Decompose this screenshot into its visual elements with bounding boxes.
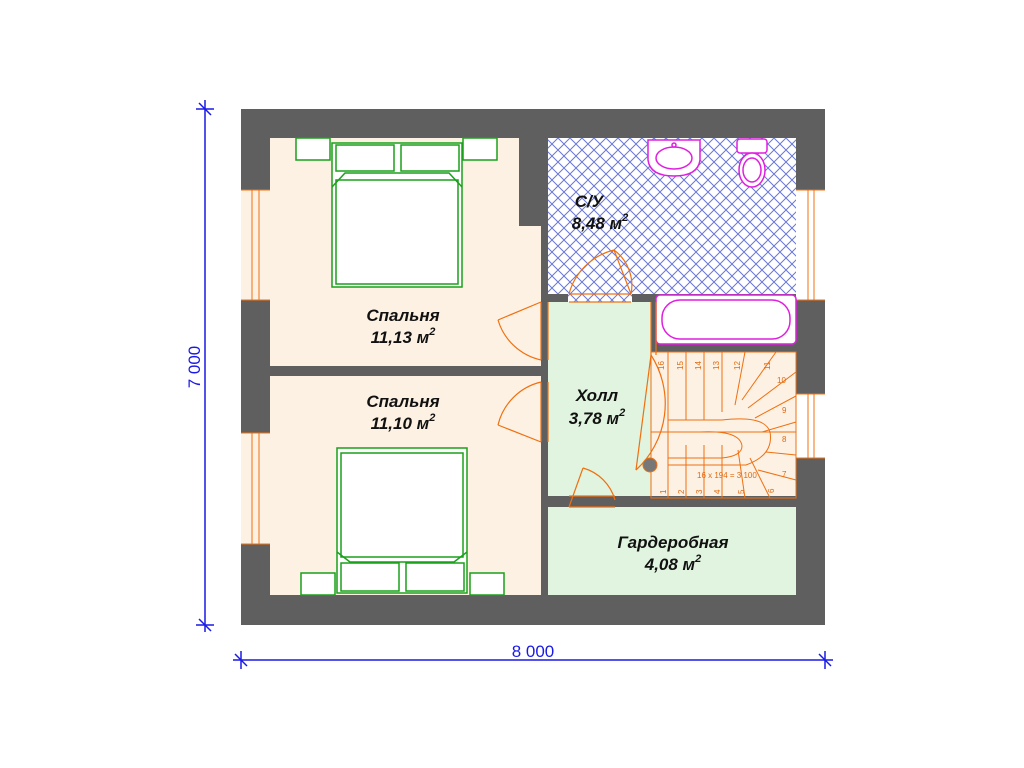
wall-hall-bottom (548, 496, 568, 507)
window-left-upper (241, 189, 270, 301)
window-right-stair (796, 393, 825, 459)
svg-text:9: 9 (782, 406, 787, 415)
stair-step-numbers: 16 15 14 13 12 11 10 9 8 7 6 5 4 3 2 1 1… (657, 361, 787, 494)
dimension-height-label: 7 000 (185, 346, 204, 389)
bathroom-name: С/У (575, 192, 605, 211)
bed-lower (300, 447, 505, 596)
svg-text:13: 13 (712, 361, 721, 370)
door-bath (568, 249, 633, 303)
bed-upper (295, 137, 498, 288)
dimension-vertical (196, 100, 214, 632)
door-bedroom-2 (497, 381, 549, 443)
toilet (736, 138, 768, 188)
staircase (642, 351, 797, 499)
svg-text:12: 12 (733, 361, 742, 370)
svg-text:7: 7 (782, 470, 787, 479)
stair-note: 16 х 194 = 3 100 (697, 471, 757, 480)
svg-text:4: 4 (713, 489, 722, 494)
svg-text:15: 15 (676, 361, 685, 370)
wall-hall-bottom-2 (616, 496, 796, 507)
bathtub (655, 294, 797, 345)
svg-text:6: 6 (767, 488, 776, 493)
dimension-width-label: 8 000 (512, 642, 555, 661)
dimension-horizontal (233, 651, 833, 669)
svg-text:5: 5 (737, 489, 746, 494)
bedroom-1-name: Спальня (366, 306, 439, 325)
wardrobe-floor (548, 507, 796, 595)
window-right-bath (796, 189, 825, 301)
wall-bath-bottom-2 (632, 294, 654, 302)
wall-bedrooms-divider (270, 366, 541, 376)
wall-bath-right (796, 138, 825, 194)
svg-text:2: 2 (677, 489, 686, 494)
svg-text:11: 11 (763, 361, 772, 370)
svg-text:16: 16 (657, 361, 666, 370)
svg-text:1: 1 (659, 489, 668, 494)
wardrobe-area: 4,08 м2 (644, 553, 702, 574)
bedroom-2-name: Спальня (366, 392, 439, 411)
bathroom-area: 8,48 м2 (572, 212, 629, 233)
wall-center-lower (541, 366, 548, 595)
hall-floor (548, 302, 651, 496)
svg-text:10: 10 (777, 376, 786, 385)
wall-bath-bottom (547, 294, 568, 302)
door-wardrobe (568, 467, 616, 508)
svg-text:3: 3 (695, 489, 704, 494)
wardrobe-name: Гардеробная (617, 533, 728, 552)
bedroom-2-area: 11,10 м2 (371, 412, 436, 433)
wall-center-mid (541, 138, 548, 302)
bedroom-1-area: 11,13 м2 (371, 326, 436, 347)
svg-text:8: 8 (782, 435, 787, 444)
wall-stair-left (651, 295, 656, 352)
bathroom-floor-lower (547, 294, 654, 302)
hall-name: Холл (575, 386, 619, 405)
window-left-lower (241, 432, 270, 545)
svg-text:14: 14 (694, 361, 703, 370)
hall-area: 3,78 м2 (569, 407, 626, 428)
sink (647, 139, 701, 177)
door-bedroom-1 (497, 301, 549, 361)
